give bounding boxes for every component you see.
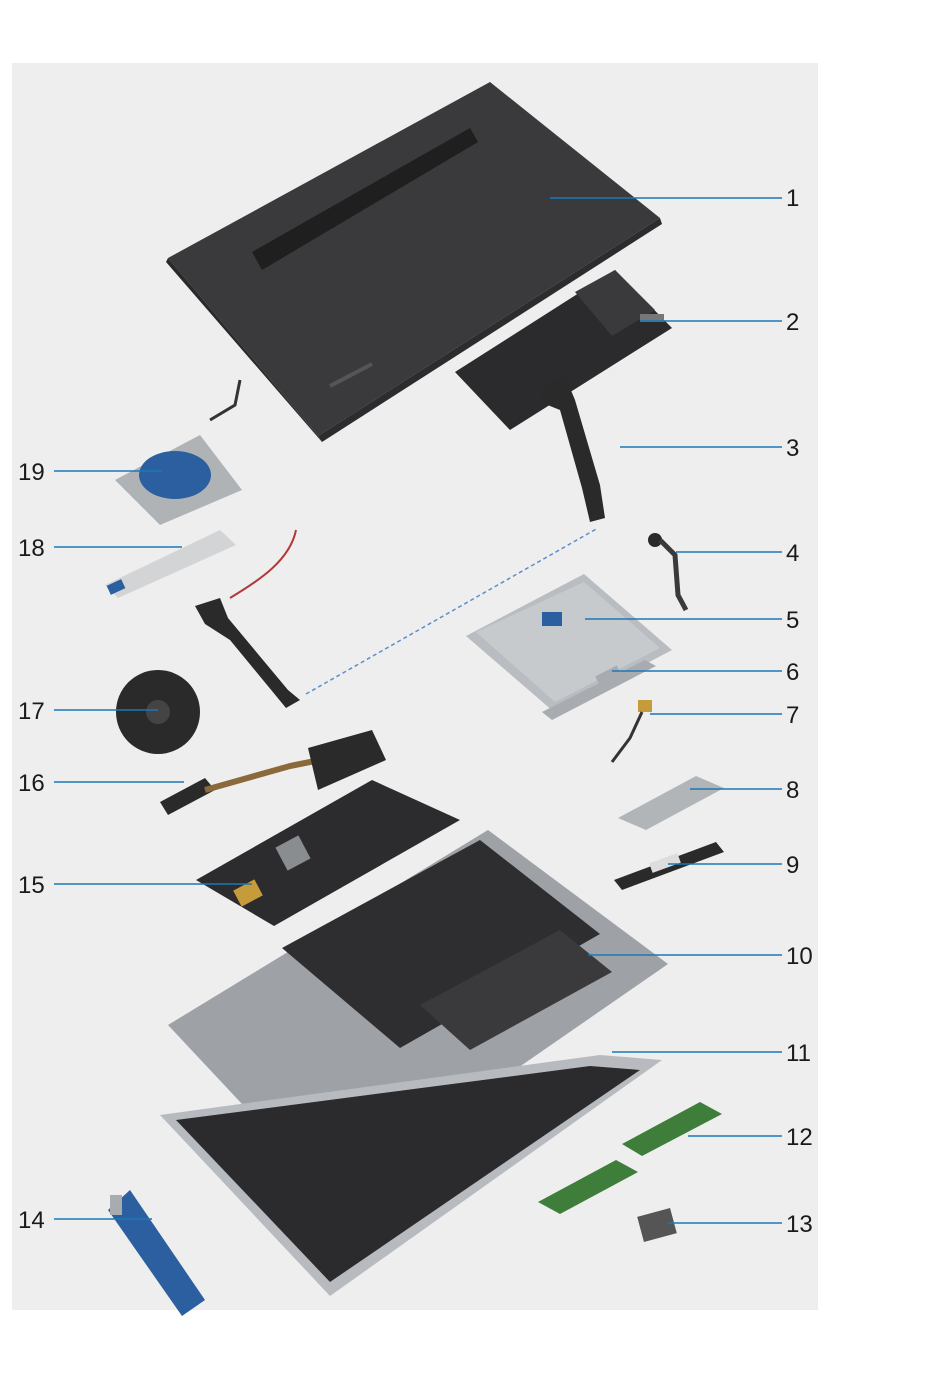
callout-12: 12 [786,1124,813,1151]
callout-15: 15 [18,872,45,899]
callout-4: 4 [786,540,799,567]
fan-part [116,670,200,754]
callout-1: 1 [786,185,799,212]
callout-13: 13 [786,1211,813,1238]
callout-7: 7 [786,702,799,729]
callout-10: 10 [786,943,813,970]
callout-18: 18 [18,535,45,562]
callout-19: 19 [18,459,45,486]
callout-17: 17 [18,698,45,725]
callout-2: 2 [786,309,799,336]
callout-5: 5 [786,607,799,634]
callout-14: 14 [18,1207,45,1234]
callout-6: 6 [786,659,799,686]
callout-8: 8 [786,777,799,804]
callout-9: 9 [786,852,799,879]
callout-11: 11 [786,1040,811,1067]
callout-3: 3 [786,435,799,462]
callout-16: 16 [18,770,45,797]
